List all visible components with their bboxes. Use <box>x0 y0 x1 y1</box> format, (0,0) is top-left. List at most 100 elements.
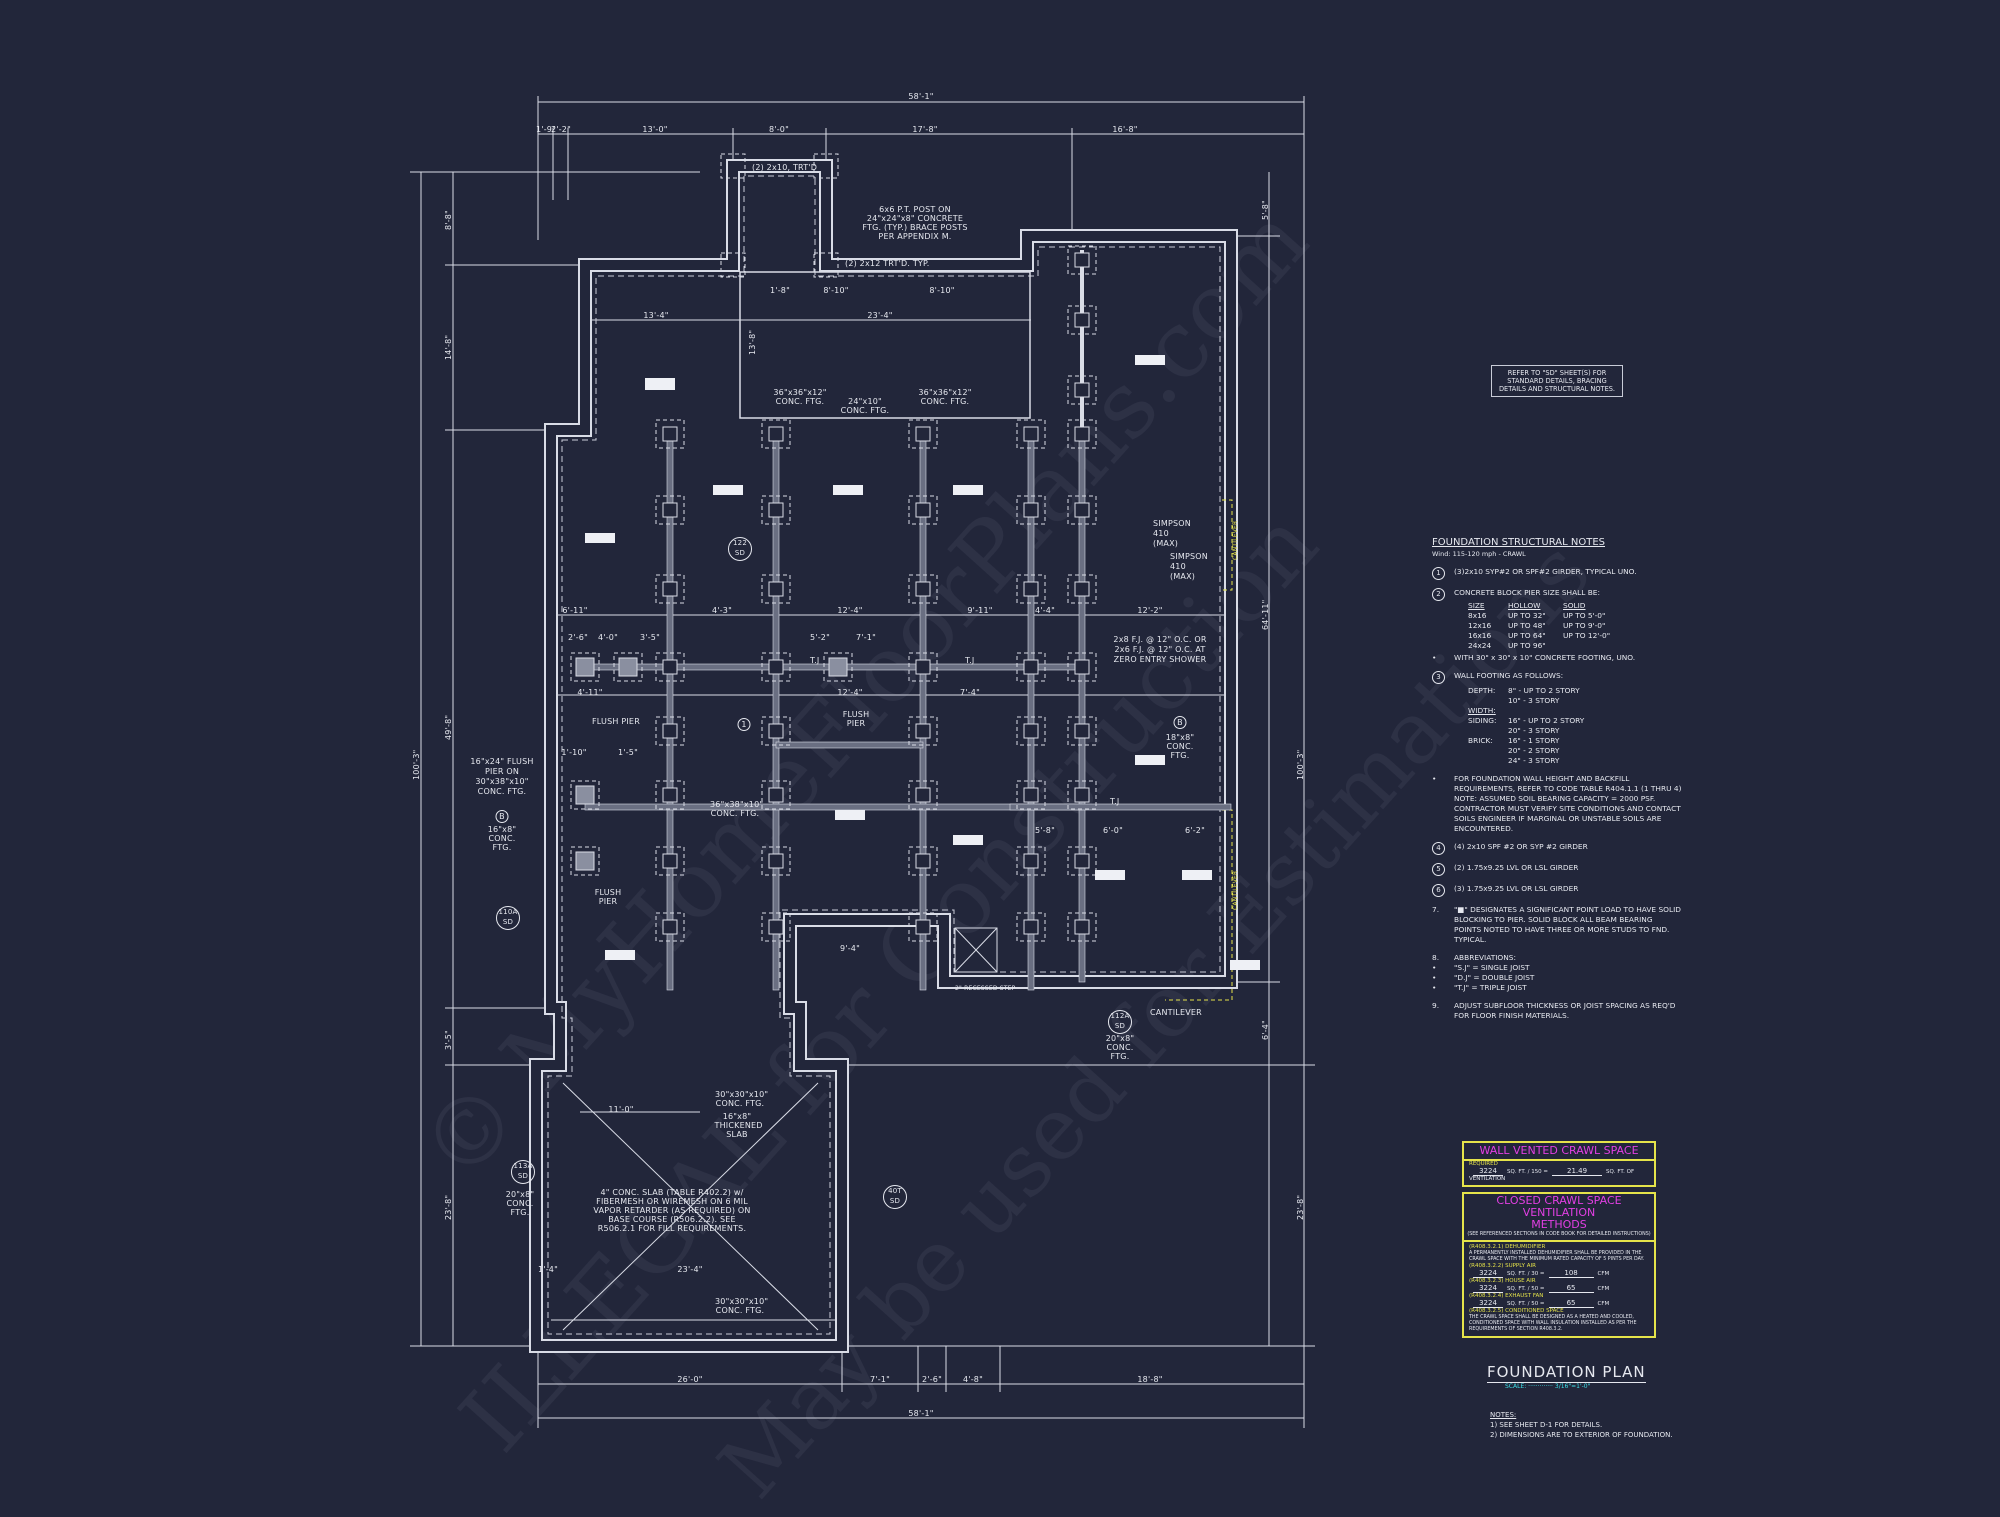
beam-label-tag <box>645 378 675 388</box>
dim-interior: 4'-0" <box>598 633 618 642</box>
cfm-result: 65 <box>1548 1285 1594 1293</box>
pier <box>768 787 784 803</box>
drawing-title: FOUNDATION PLAN <box>1487 1363 1646 1383</box>
detail-number: 110A <box>498 908 518 916</box>
closed-crawl-title: CLOSED CRAWL SPACE VENTILATION METHODS <box>1496 1194 1622 1231</box>
pier <box>1023 426 1039 442</box>
cantilever-bottom-marker <box>1165 809 1233 1001</box>
dim-interior: 6'-11" <box>562 606 588 615</box>
general-note: 2) DIMENSIONS ARE TO EXTERIOR OF FOUNDAT… <box>1490 1431 1673 1439</box>
callout-zero-entry: 2x8 F.J. @ 12" O.C. OR 2x6 F.J. @ 12" O.… <box>1113 635 1207 664</box>
required-label: REQUIRED <box>1469 1161 1498 1167</box>
structural-notes: FOUNDATION STRUCTURAL NOTES Wind: 115-12… <box>1432 538 1682 1029</box>
general-note: 1) SEE SHEET D-1 FOR DETAILS. <box>1490 1421 1603 1429</box>
pier-footing <box>761 716 791 746</box>
pier <box>1023 787 1039 803</box>
general-notes: NOTES: 1) SEE SHEET D-1 FOR DETAILS. 2) … <box>1490 1410 1673 1440</box>
pier-footing <box>908 912 938 942</box>
dim-interior: 1'-10" <box>561 748 587 757</box>
dim-top-seg: 2'-2" <box>551 125 571 134</box>
girder <box>1009 803 1232 811</box>
pier <box>1074 853 1090 869</box>
drawing-scale: SCALE: ············· 3/16"=1'-0" <box>1505 1383 1591 1390</box>
dim-interior: 12'-4" <box>837 606 863 615</box>
flush-pier <box>575 657 595 677</box>
pier <box>915 502 931 518</box>
note-6: 6(3) 1.75x9.25 LVL OR LSL GIRDER <box>1432 884 1682 897</box>
note-text: (3)2x10 SYP#2 OR SPF#2 GIRDER, TYPICAL U… <box>1454 567 1637 576</box>
girder-tag-b: B <box>1173 716 1187 729</box>
pier-footing <box>908 652 938 682</box>
pier <box>768 426 784 442</box>
dim-right-seg: 6'-4" <box>1261 1020 1270 1040</box>
pier-footing <box>908 846 938 876</box>
callout-garage-ftg: 30"x30"x10" CONC. FTG. <box>715 1090 769 1108</box>
dim-left-seg: 23'-8" <box>444 1194 453 1220</box>
pier-footing <box>1067 780 1097 810</box>
pier <box>662 659 678 675</box>
pier-footing <box>1016 652 1046 682</box>
callout-porch-beam: (2) 2x10, TRT'D <box>752 163 818 172</box>
pier <box>768 723 784 739</box>
pier-footing <box>655 716 685 746</box>
pier <box>662 502 678 518</box>
joist-label: T.J <box>965 656 975 665</box>
girder-tag-1: 1 <box>737 718 751 731</box>
detail-sheet: SD <box>1114 1022 1126 1030</box>
dim-left-seg: 3'-5" <box>444 1030 453 1050</box>
dim-interior: 9'-4" <box>840 944 860 953</box>
pier <box>1023 853 1039 869</box>
area-value: 3224 <box>1473 1168 1503 1176</box>
cfm-result: 65 <box>1548 1300 1594 1308</box>
closed-crawl-subtitle: (SEE REFERENCED SECTIONS IN CODE BOOK FO… <box>1467 1232 1651 1237</box>
detail-sheet: SD <box>502 918 514 926</box>
dim-interior: 6'-2" <box>1185 826 1205 835</box>
pier <box>1023 723 1039 739</box>
pier-footing <box>655 780 685 810</box>
detail-number: 40T <box>888 1187 902 1195</box>
callout-ftg: 20"x8" CONC. FTG. <box>1105 1034 1135 1061</box>
beam-label-tag <box>585 533 615 543</box>
dim-interior: 3'-5" <box>640 633 660 642</box>
note-5: 5(2) 1.75x9.25 LVL OR LSL GIRDER <box>1432 863 1682 876</box>
flush-pier <box>575 785 595 805</box>
abbrev-item: •"S.J" = SINGLE JOIST <box>1432 963 1530 972</box>
dim-interior: 12'-4" <box>837 688 863 697</box>
beam-label-tag <box>605 950 635 960</box>
dim-bottom-seg: 26'-0" <box>677 1375 703 1384</box>
callout-thickened-slab: 16"x8" THICKENED SLAB <box>714 1112 763 1139</box>
dim-bottom-seg: 7'-1" <box>870 1375 890 1384</box>
detail-marker-110a[interactable]: 110A SD <box>496 906 520 930</box>
note-8: 8.ABBREVIATIONS: <box>1432 953 1516 962</box>
pier <box>768 581 784 597</box>
dim-top-seg: 16'-8" <box>1112 125 1138 134</box>
dim-top-overall: 58'-1" <box>908 92 934 101</box>
dim-right-seg: 5'-8" <box>1261 200 1270 220</box>
callout-flush-pier-16x24: 16"x24" FLUSH PIER ON 30"x38"x10" CONC. … <box>470 757 534 796</box>
notes-subtitle: Wind: 115-120 mph - CRAWL <box>1432 550 1526 558</box>
note-1: 1(3)2x10 SYP#2 OR SPF#2 GIRDER, TYPICAL … <box>1432 567 1682 580</box>
abbrev-item: •"T.J" = TRIPLE JOIST <box>1432 983 1527 992</box>
dim-porch: 13'-8" <box>748 329 757 355</box>
dim-interior: 2'-6" <box>568 633 588 642</box>
dimension-lines <box>410 96 1315 1428</box>
unit: SQ. FT. OF VENTILATION <box>1469 1169 1635 1182</box>
pier <box>1023 919 1039 935</box>
pier-footing <box>1067 652 1097 682</box>
callout-garage-ftg: 30"x30"x10" CONC. FTG. <box>715 1297 769 1315</box>
pier-footing <box>761 912 791 942</box>
pier-footing <box>1067 846 1097 876</box>
cfm-result: 108 <box>1548 1270 1594 1278</box>
pier <box>662 723 678 739</box>
closed-crawl-box: CLOSED CRAWL SPACE VENTILATION METHODS (… <box>1462 1192 1656 1338</box>
pier-footing <box>761 495 791 525</box>
pier <box>915 853 931 869</box>
pier <box>915 426 931 442</box>
beam-label-tag <box>833 485 863 495</box>
